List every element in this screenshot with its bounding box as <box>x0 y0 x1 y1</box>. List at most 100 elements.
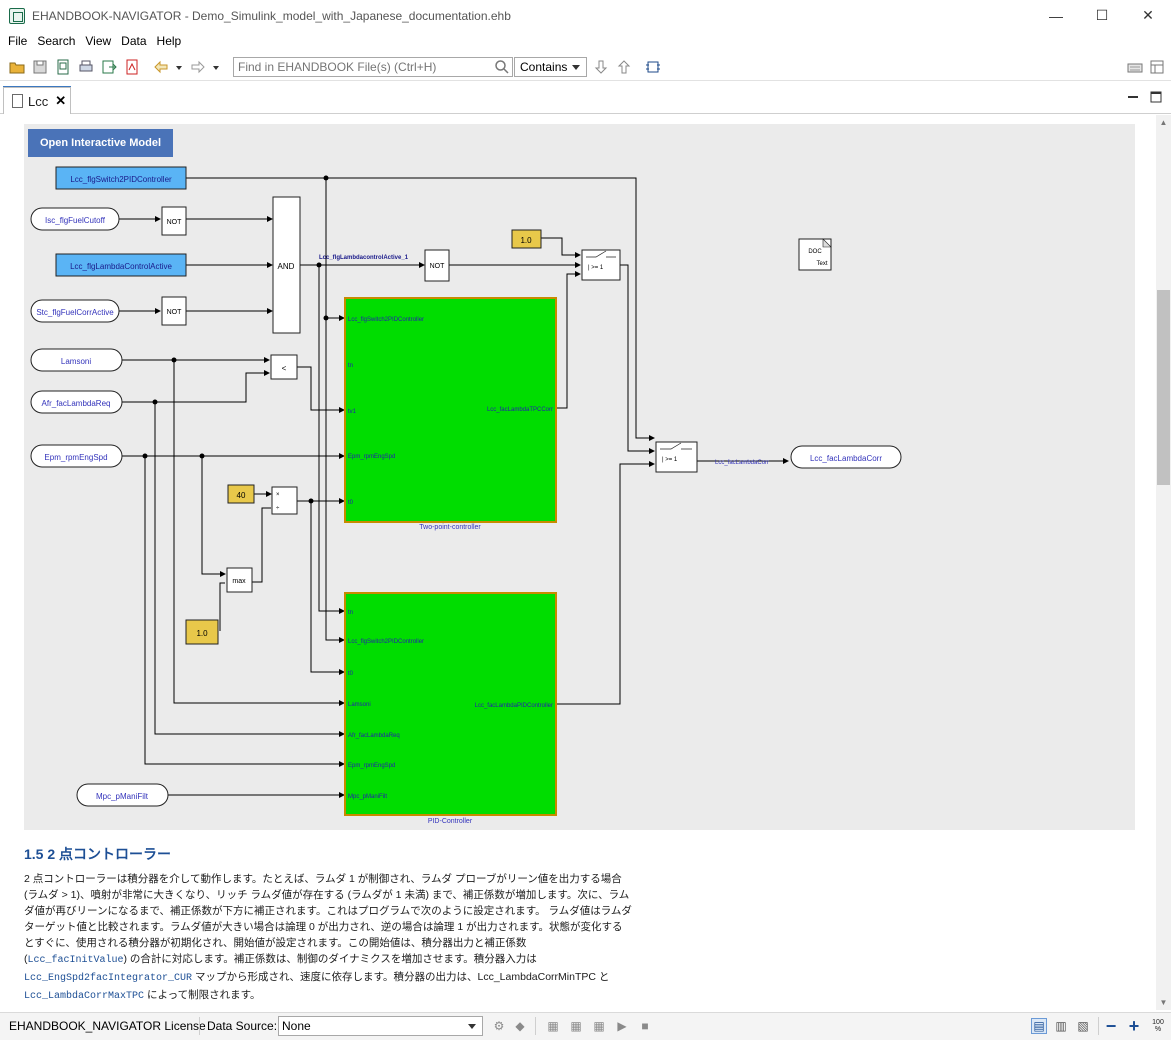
svg-text:Afr_facLambdaReq: Afr_facLambdaReq <box>42 399 111 408</box>
data-source-select[interactable]: None <box>278 1016 483 1036</box>
outport-lambda-corr[interactable]: Lcc_facLambdaCorr <box>790 445 902 469</box>
search-icon[interactable] <box>494 59 510 75</box>
separator <box>199 1017 200 1035</box>
svg-text:NOT: NOT <box>167 219 183 226</box>
svg-text:Lamsoni: Lamsoni <box>61 357 91 366</box>
inport-mani-filt[interactable]: Mpc_pManiFilt <box>76 783 169 807</box>
split-view-icon[interactable]: ▥ <box>1055 1019 1067 1033</box>
switch-block-2[interactable]: | >= 1 <box>655 441 698 473</box>
open-folder-icon[interactable] <box>8 58 26 76</box>
sync-icon[interactable] <box>644 58 662 76</box>
inport-switch2pid[interactable]: Lcc_flgSwitch2PIDController <box>55 166 187 190</box>
code-corr-max[interactable]: Lcc_LambdaCorrMaxTPC <box>24 991 145 1002</box>
svg-text:t0: t0 <box>348 500 354 506</box>
print-icon[interactable] <box>77 58 95 76</box>
constant-1-0-top[interactable]: 1.0 <box>511 229 542 249</box>
maximize-view-icon[interactable] <box>1149 90 1163 104</box>
tab-lcc[interactable]: Lcc ✕ <box>3 87 71 114</box>
not-block-3[interactable]: NOT <box>424 249 450 282</box>
not-block-1[interactable]: NOT <box>161 206 187 236</box>
grid-icon-3[interactable]: ▦ <box>593 1019 605 1033</box>
body-text-2: ) の合計に対応します。補正係数は、制御のダイナミクスを増加させます。積分器入力… <box>123 953 537 965</box>
maximize-button[interactable]: ☐ <box>1095 7 1109 23</box>
arrow-up-icon[interactable] <box>615 58 633 76</box>
doc-text-block[interactable]: DOC Text <box>798 238 832 271</box>
back-arrow-icon[interactable] <box>152 58 170 76</box>
search-view-icon[interactable]: ▧ <box>1077 1019 1089 1033</box>
menu-file[interactable]: File <box>8 34 28 48</box>
app-logo-icon <box>9 7 25 24</box>
svg-text:Lcc_flgLambdaControlActive: Lcc_flgLambdaControlActive <box>70 262 172 271</box>
svg-text:Stc_flgFuelCorrActive: Stc_flgFuelCorrActive <box>36 308 114 317</box>
document-icon[interactable] <box>54 58 72 76</box>
body-text-1: 2 点コントローラーは積分器を介して動作します。たとえば、ラムダ 1 が制御され… <box>24 873 632 965</box>
search-mode-select[interactable]: Contains <box>514 57 587 77</box>
open-interactive-model-button[interactable]: Open Interactive Model <box>28 129 173 157</box>
pdf-icon[interactable] <box>123 58 141 76</box>
menu-search[interactable]: Search <box>37 34 76 48</box>
subsystem-pid-controller[interactable]: tn Lcc_flgSwitch2PIDController t0 Lamson… <box>344 592 557 825</box>
constant-40[interactable]: 40 <box>227 484 255 504</box>
export-icon[interactable] <box>100 58 118 76</box>
cube-icon[interactable]: ◆ <box>515 1019 525 1033</box>
svg-text:tn: tn <box>348 610 353 616</box>
constant-1-0-bottom[interactable]: 1.0 <box>185 619 219 645</box>
svg-text:Mpc_pManiFilt: Mpc_pManiFilt <box>348 794 387 800</box>
body-text-3: マップから形成され、速度に依存します。積分器の出力は、Lcc_LambdaCor… <box>192 971 610 983</box>
search-input[interactable] <box>238 60 488 74</box>
and-block[interactable]: AND <box>272 196 301 334</box>
code-integrator-map[interactable]: Lcc_EngSpd2facIntegrator_CUR <box>24 973 193 984</box>
title-bar: EHANDBOOK-NAVIGATOR - Demo_Simulink_mode… <box>0 0 1171 31</box>
max-block[interactable]: max <box>226 567 253 593</box>
inport-fuel-cutoff[interactable]: Isc_flgFuelCutoff <box>30 207 120 231</box>
inport-lambda-control-active[interactable]: Lcc_flgLambdaControlActive <box>55 253 187 277</box>
svg-text:Text: Text <box>816 261 827 267</box>
minimize-view-icon[interactable] <box>1126 90 1140 104</box>
page-view-icon[interactable]: ▤ <box>1031 1018 1047 1034</box>
svg-text:Lcc_facLambdaCorr: Lcc_facLambdaCorr <box>810 454 882 463</box>
close-tab-icon[interactable]: ✕ <box>55 93 67 108</box>
inport-lamsoni[interactable]: Lamsoni <box>30 348 123 372</box>
not-block-2[interactable]: NOT <box>161 296 187 326</box>
arrow-down-icon[interactable] <box>592 58 610 76</box>
save-icon[interactable] <box>31 58 49 76</box>
grid-icon-2[interactable]: ▦ <box>570 1019 582 1033</box>
minimize-button[interactable]: — <box>1049 7 1063 24</box>
scroll-down-icon[interactable]: ▼ <box>1159 998 1168 1007</box>
simulink-diagram: Lcc_flgSwitch2PIDController Isc_flgFuelC… <box>30 166 902 825</box>
svg-text:1.0: 1.0 <box>520 236 532 245</box>
svg-text:NOT: NOT <box>430 263 446 270</box>
menu-view[interactable]: View <box>85 34 112 48</box>
settings-gear-icon[interactable]: ⚙ <box>493 1019 505 1033</box>
back-dropdown-icon[interactable] <box>170 58 188 76</box>
product-block[interactable]: ×÷ <box>271 486 298 515</box>
subsystem-two-point-controller[interactable]: Lcc_flgSwitch2PIDController tn tv1 Epm_r… <box>344 297 557 531</box>
separator <box>535 1017 536 1035</box>
keyboard-icon[interactable] <box>1126 58 1144 76</box>
search-field[interactable] <box>233 57 513 77</box>
body-text-4: によって制限されます。 <box>144 989 261 1001</box>
play-icon[interactable]: ▶ <box>617 1019 627 1033</box>
menu-data[interactable]: Data <box>121 34 147 48</box>
svg-text:DOC: DOC <box>808 249 822 255</box>
compare-block[interactable]: < <box>270 354 298 380</box>
forward-dropdown-icon[interactable] <box>207 58 225 76</box>
grid-icon-1[interactable]: ▦ <box>547 1019 559 1033</box>
zoom-in-button[interactable]: + <box>1128 1015 1140 1036</box>
vertical-scrollbar[interactable]: ▲ ▼ <box>1156 115 1171 1010</box>
scroll-up-icon[interactable]: ▲ <box>1159 118 1168 127</box>
menu-help[interactable]: Help <box>156 34 182 48</box>
zoom-out-button[interactable]: − <box>1105 1015 1117 1036</box>
svg-text:Lcc_flgSwitch2PIDController: Lcc_flgSwitch2PIDController <box>348 317 424 323</box>
svg-text:max: max <box>232 578 246 585</box>
toolbar <box>0 53 1171 81</box>
close-window-button[interactable]: ✕ <box>1142 7 1154 23</box>
layout-icon[interactable] <box>1148 58 1166 76</box>
switch-block-1[interactable]: | >= 1 <box>581 249 621 281</box>
stop-icon[interactable]: ■ <box>641 1019 649 1033</box>
forward-arrow-icon[interactable] <box>189 58 207 76</box>
inport-afr-lambda-req[interactable]: Afr_facLambdaReq <box>30 390 123 414</box>
scrollbar-thumb[interactable] <box>1157 290 1170 485</box>
inport-fuel-corr-active[interactable]: Stc_flgFuelCorrActive <box>30 299 120 323</box>
inport-engine-speed[interactable]: Epm_rpmEngSpd <box>30 444 123 468</box>
